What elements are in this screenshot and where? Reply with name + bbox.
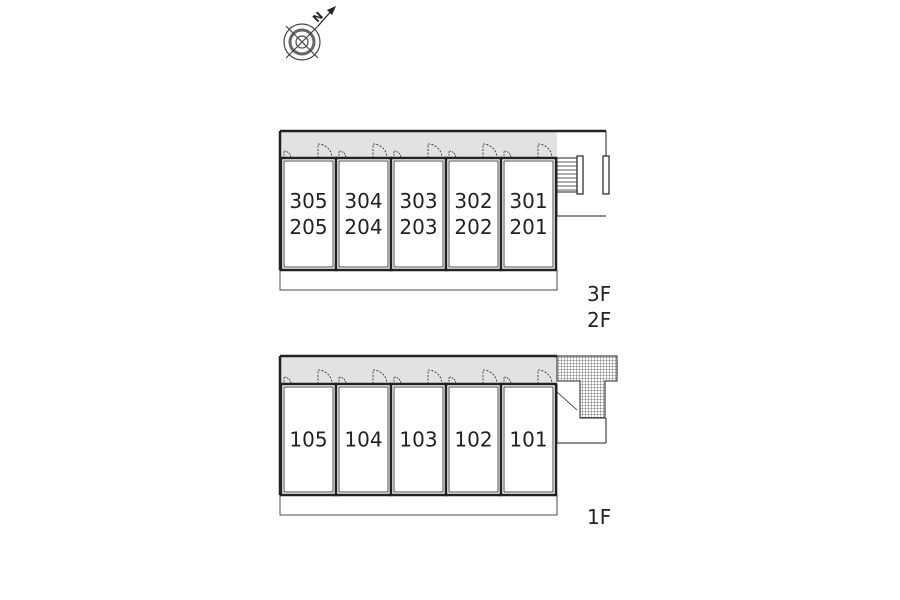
- unit-104: 104: [334, 369, 393, 497]
- floor-label-3f: 3F: [587, 282, 611, 306]
- compass-icon: [283, 6, 336, 61]
- unit-105: 105: [279, 369, 338, 497]
- room-number-label: 302: [454, 189, 492, 213]
- door-icon: [448, 369, 498, 385]
- room-number-label: 203: [399, 215, 437, 239]
- door-icon: [503, 143, 553, 159]
- room-number-label: 201: [509, 215, 547, 239]
- door-icon: [338, 143, 388, 159]
- floor-label-1f: 1F: [587, 505, 611, 529]
- room-number-label: 202: [454, 215, 492, 239]
- room-number-label: 305: [289, 189, 327, 213]
- room-number-label: 101: [509, 428, 547, 452]
- room-number-label: 205: [289, 215, 327, 239]
- door-icon: [448, 143, 498, 159]
- unit-102: 102: [444, 369, 503, 497]
- balcony-strip: [279, 494, 558, 516]
- unit-103: 103: [389, 369, 448, 497]
- room-number-label: 204: [344, 215, 382, 239]
- corridor: [280, 131, 557, 159]
- building-lower: 105 104 103 102 101: [278, 354, 618, 516]
- corridor: [280, 356, 557, 384]
- room-number-label: 301: [509, 189, 547, 213]
- compass-north-label: N: [310, 9, 326, 25]
- door-icon: [338, 369, 388, 385]
- door-icon: [503, 369, 553, 385]
- door-icon: [393, 369, 443, 385]
- balcony-strip: [279, 269, 558, 291]
- door-icon: [283, 143, 333, 159]
- room-number-label: 303: [399, 189, 437, 213]
- door-icon: [393, 143, 443, 159]
- room-number-label: 102: [454, 428, 492, 452]
- room-number-label: 105: [289, 428, 327, 452]
- staircase: [556, 131, 610, 195]
- door-icon: [283, 369, 333, 385]
- paved-entrance: [556, 355, 618, 419]
- room-number-label: 103: [399, 428, 437, 452]
- floor-label-2f: 2F: [587, 308, 611, 332]
- room-number-label: 304: [344, 189, 382, 213]
- unit-101: 101: [499, 369, 558, 497]
- room-number-label: 104: [344, 428, 382, 452]
